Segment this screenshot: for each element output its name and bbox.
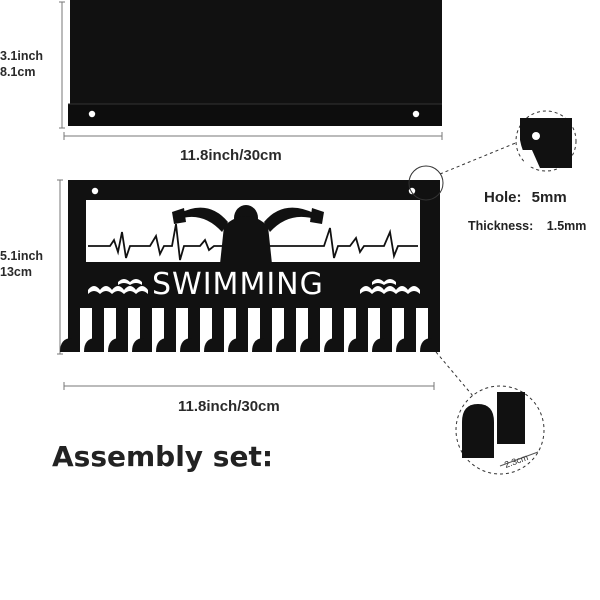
thickness-label: Thickness: [468, 219, 534, 233]
shelf-width-dimension-line [63, 132, 443, 140]
shelf-mount-hole-right [412, 110, 420, 118]
shelf-top-panel [70, 0, 442, 104]
shelf-height-cm: 8.1cm [0, 65, 36, 79]
shelf-width-label: 11.8inch/30cm [180, 147, 282, 164]
hole-value: 5mm [531, 189, 567, 206]
thickness-spec: Thickness: 1.5mm [468, 219, 586, 233]
wave-decoration-right-icon [360, 279, 420, 294]
shelf-height-label: 3.1inch 8.1cm [0, 48, 43, 80]
swimmer-silhouette-icon [172, 205, 324, 264]
wave-decoration-left-icon [88, 279, 148, 294]
rack-width-dimension-line [63, 382, 435, 390]
assembly-title: Assembly set: [52, 440, 274, 473]
shelf-mount-hole-left [88, 110, 96, 118]
hole-label: Hole: [484, 189, 522, 206]
rack-height-dimension-line [57, 179, 63, 355]
hole-callout-marker [408, 165, 444, 201]
rack-width-label: 11.8inch/30cm [178, 398, 280, 415]
rack-mount-hole-left [91, 187, 99, 195]
hole-spec: Hole: 5mm [484, 189, 567, 206]
heartbeat-line [88, 223, 418, 261]
rack-height-inch: 5.1inch [0, 249, 44, 263]
rack-height-label: 5.1inch 13cm [0, 248, 43, 280]
shelf-front-lip [68, 104, 442, 126]
hook-detail-zoom [455, 385, 545, 475]
thickness-value: 1.5mm [546, 219, 587, 233]
shelf-height-dimension-line [59, 1, 65, 129]
shelf-height-inch: 3.1inch [0, 49, 44, 63]
rack-hooks [60, 308, 440, 352]
rack-height-cm: 13cm [0, 265, 32, 279]
hole-detail-zoom [515, 110, 577, 172]
rack-title-text: SWIMMING [152, 267, 324, 302]
